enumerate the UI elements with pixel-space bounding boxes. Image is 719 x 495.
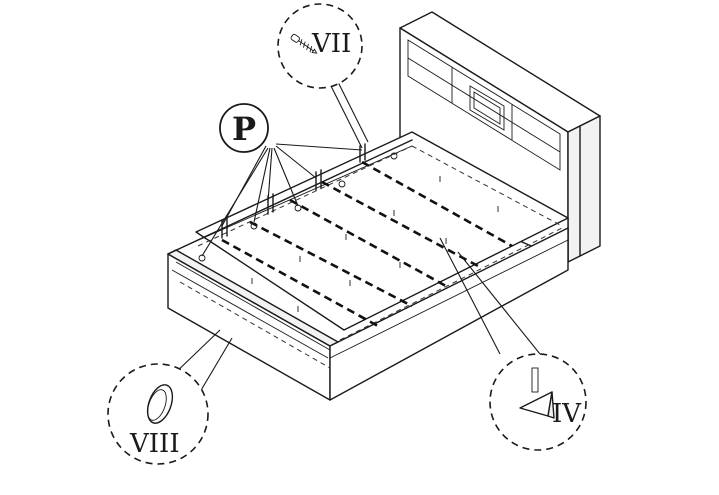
bed-frame <box>167 131 569 401</box>
callout-bolt: P <box>219 103 269 153</box>
screw-part-label: VII <box>311 29 351 59</box>
bracket-part-label: IV <box>552 399 582 429</box>
corner-bracket-icon <box>519 367 555 419</box>
callout-bracket: IV <box>489 353 587 451</box>
bolt-part-label: P <box>232 110 256 148</box>
callout-screw: VII <box>277 3 363 89</box>
headboard <box>399 11 601 263</box>
screw-icon <box>290 33 318 54</box>
slat-lines <box>221 160 513 328</box>
cap-part-label: VIII <box>129 429 180 459</box>
callout-cap: VIII <box>107 363 209 465</box>
leader-lines <box>171 81 541 393</box>
deck-marks <box>251 176 499 312</box>
